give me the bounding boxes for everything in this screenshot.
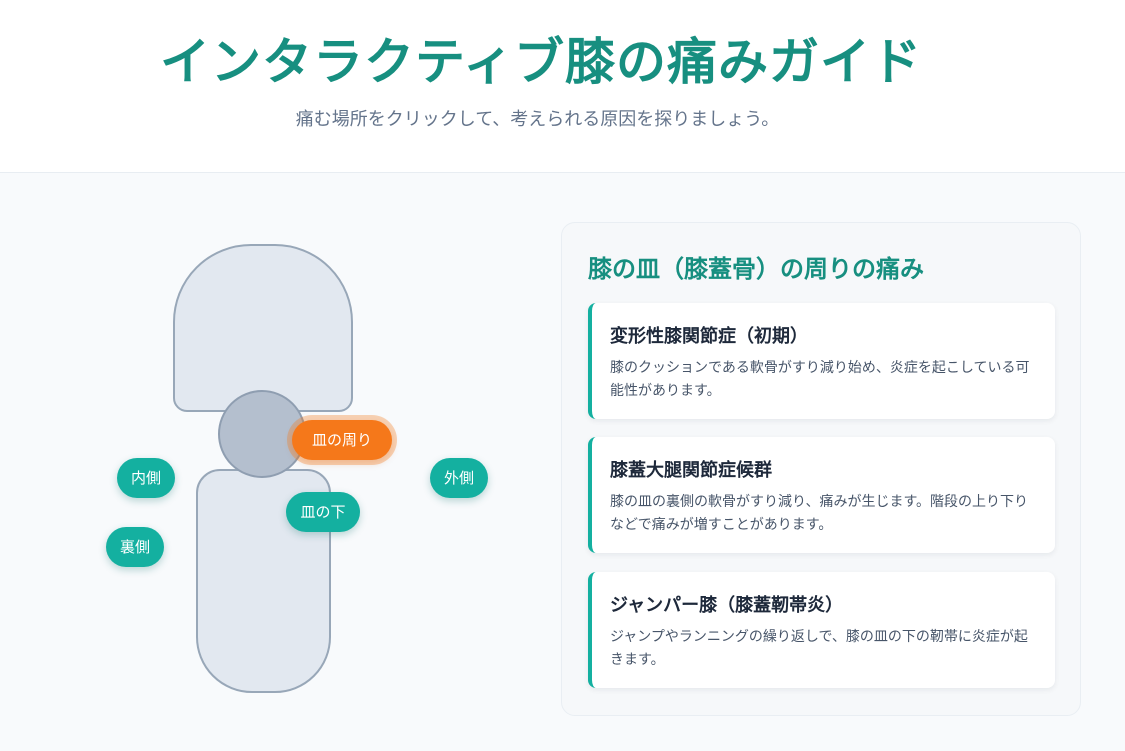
page-subtitle: 痛む場所をクリックして、考えられる原因を探りましょう。 [295,109,780,130]
condition-description: 膝の皿の裏側の軟骨がすり減り、痛みが生じます。階段の上り下りなどで痛みが増すこと… [610,494,1029,533]
condition-card: ジャンパー膝（膝蓋靭帯炎） ジャンプやランニングの繰り返しで、膝の皿の下の靭帯に… [588,572,1055,688]
hotspot-below-patella[interactable]: 皿の下 [286,492,360,532]
femur-bone [173,244,353,412]
hotspot-outer[interactable]: 外側 [430,458,488,498]
condition-name: 変形性膝関節症（初期） [610,326,808,347]
hotspot-inner[interactable]: 内側 [117,458,175,498]
page-title: インタラクティブ膝の痛みガイド [160,33,922,91]
page-header: インタラクティブ膝の痛みガイド 痛む場所をクリックして、考えられる原因を探りまし… [0,0,1125,173]
condition-card: 変形性膝関節症（初期） 膝のクッションである軟骨がすり減り始め、炎症を起こしてい… [588,303,1055,419]
condition-description: ジャンプやランニングの繰り返しで、膝の皿の下の靭帯に炎症が起きます。 [610,629,1028,668]
info-panel-title: 膝の皿（膝蓋骨）の周りの痛み [588,255,924,283]
knee-diagram: 皿の周り 内側 外側 皿の下 裏側 [0,172,540,751]
hotspot-back[interactable]: 裏側 [106,527,164,567]
info-panel: 膝の皿（膝蓋骨）の周りの痛み 変形性膝関節症（初期） 膝のクッションである軟骨が… [561,222,1081,716]
condition-card: 膝蓋大腿関節症候群 膝の皿の裏側の軟骨がすり減り、痛みが生じます。階段の上り下り… [588,437,1055,553]
condition-name: 膝蓋大腿関節症候群 [610,460,772,481]
condition-description: 膝のクッションである軟骨がすり減り始め、炎症を起こしている可能性があります。 [610,360,1030,399]
condition-name: ジャンパー膝（膝蓋靭帯炎） [610,595,844,616]
patella-bone [218,390,306,478]
hotspot-around-patella[interactable]: 皿の周り [292,420,392,460]
